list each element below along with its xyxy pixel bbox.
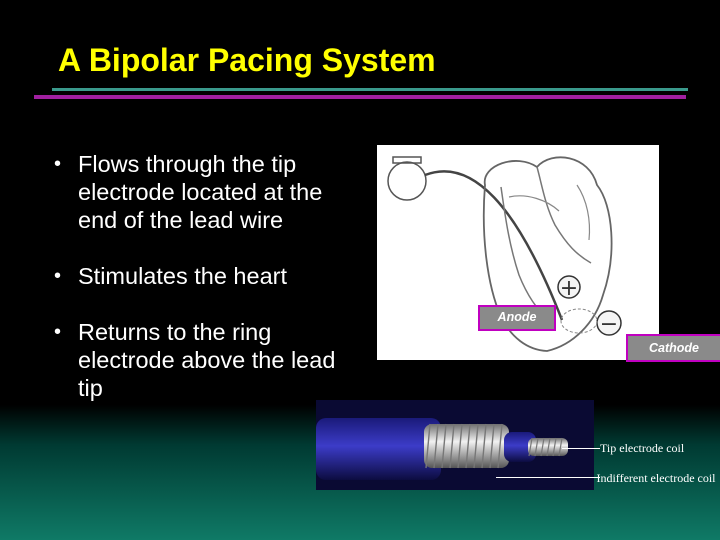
anode-label: Anode	[478, 305, 556, 331]
septum-line	[500, 186, 550, 321]
inner-insulation	[504, 432, 536, 462]
pulse-generator-icon	[387, 161, 427, 201]
bullet-item: • Returns to the ring electrode above th…	[54, 318, 354, 402]
tip-leader-line	[562, 448, 600, 449]
chamber-wall	[536, 166, 592, 264]
bullet-text: Returns to the ring electrode above the …	[78, 319, 336, 401]
slide-title: A Bipolar Pacing System	[58, 42, 436, 78]
lead-coil-illustration	[316, 400, 594, 490]
bullet-text: Stimulates the heart	[78, 263, 287, 289]
bullet-item: • Flows through the tip electrode locate…	[54, 150, 354, 234]
indifferent-leader-line	[496, 477, 600, 478]
outer-sheath	[316, 418, 441, 480]
title-underline-purple	[34, 95, 686, 99]
plus-symbol: +	[560, 276, 578, 301]
heart-illustration: + −	[387, 156, 622, 352]
bullet-item: • Stimulates the heart	[54, 262, 354, 290]
anode-electrode-circle	[557, 275, 581, 299]
lead-coil-photo	[316, 400, 594, 490]
valve-line	[508, 195, 560, 212]
generator-header	[392, 156, 422, 164]
lead-wire	[424, 170, 564, 321]
tip-electrode-coil-label: Tip electrode coil	[600, 441, 685, 455]
apex-region	[560, 308, 598, 334]
bullet-list: • Flows through the tip electrode locate…	[54, 150, 354, 430]
bullet-text: Flows through the tip electrode located …	[78, 151, 323, 233]
bullet-dot: •	[54, 153, 62, 175]
atrium-wall	[576, 184, 591, 241]
minus-symbol: −	[600, 312, 618, 337]
bullet-dot: •	[54, 321, 62, 343]
cathode-label: Cathode	[626, 334, 720, 362]
bullet-dot: •	[54, 265, 62, 287]
tip-coil	[528, 437, 568, 457]
indifferent-electrode-coil-label: Indifferent electrode coil	[596, 471, 716, 485]
indifferent-coil	[424, 423, 509, 469]
title-underline-teal	[52, 88, 688, 91]
